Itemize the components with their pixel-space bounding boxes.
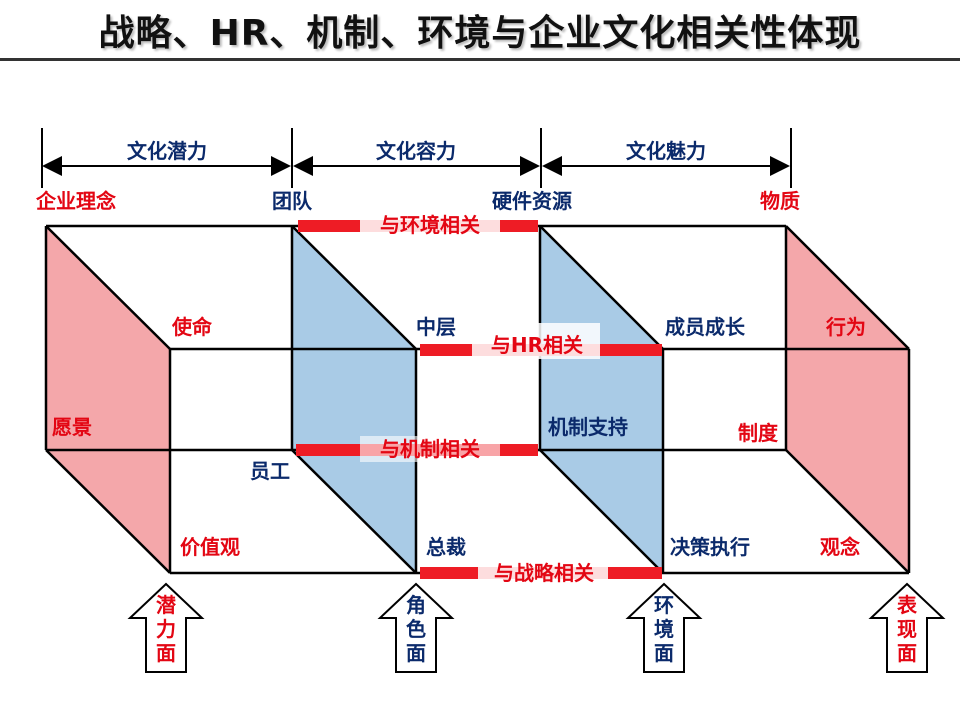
label-ceo: 总裁 <box>426 535 466 559</box>
relation-mechanism: 与机制相关 <box>296 436 538 462</box>
cube-grid <box>44 224 911 575</box>
label-mechanism-support: 机制支持 <box>548 415 628 439</box>
arrow-role-label: 角色面 <box>406 593 426 665</box>
label-values: 价值观 <box>180 535 240 559</box>
zone-potential: 文化潜力 <box>127 139 207 163</box>
relation-hr-label: 与HR相关 <box>491 333 583 357</box>
label-hardware: 硬件资源 <box>492 189 572 213</box>
role-face <box>292 226 416 573</box>
label-system: 制度 <box>738 421 779 445</box>
label-middle: 中层 <box>416 315 456 339</box>
relation-strategy: 与战略相关 <box>420 560 662 586</box>
title-divider <box>0 58 960 61</box>
label-staff: 员工 <box>250 459 290 483</box>
potential-face <box>46 226 170 573</box>
arrow-potential-label: 潜力面 <box>156 593 177 665</box>
relation-environment: 与环境相关 <box>298 212 538 238</box>
relation-strategy-label: 与战略相关 <box>494 561 594 585</box>
label-decision-exec: 决策执行 <box>670 535 750 559</box>
label-team: 团队 <box>272 189 313 213</box>
relation-mechanism-label: 与机制相关 <box>380 437 480 461</box>
arrow-potential <box>127 582 205 673</box>
arrow-expression-label: 表现面 <box>897 593 918 665</box>
arrow-role <box>377 582 455 673</box>
label-vision: 愿景 <box>52 415 92 439</box>
arrow-environment-label: 环境面 <box>654 593 674 665</box>
expression-face <box>786 226 909 573</box>
label-behavior: 行为 <box>825 315 866 339</box>
label-concept: 观念 <box>820 535 860 559</box>
arrow-environment <box>625 582 703 673</box>
page-title: 战略、HR、机制、环境与企业文化相关性体现 <box>98 13 862 54</box>
label-mission: 使命 <box>171 315 213 339</box>
label-enterprise-idea: 企业理念 <box>35 189 116 213</box>
label-material: 物质 <box>760 189 800 213</box>
relation-hr: 与HR相关 <box>420 323 662 359</box>
zone-charm: 文化魅力 <box>626 139 706 163</box>
label-member-growth: 成员成长 <box>665 315 746 339</box>
relation-environment-label: 与环境相关 <box>380 213 480 237</box>
environment-face <box>540 226 663 573</box>
zone-capacity: 文化容力 <box>376 139 456 163</box>
arrow-expression <box>868 582 946 673</box>
